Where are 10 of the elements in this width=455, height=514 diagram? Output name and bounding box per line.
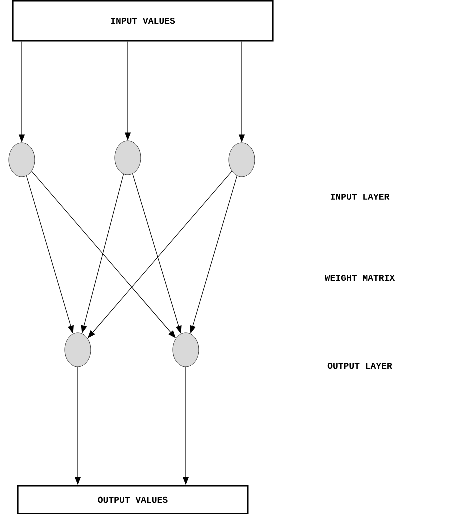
value-box: INPUT VALUES — [12, 0, 274, 42]
neuron-circle — [64, 332, 92, 368]
value-box: OUTPUT VALUES — [17, 485, 249, 514]
neuron-circle — [172, 332, 200, 368]
layer-label: OUTPUT LAYER — [328, 362, 392, 370]
neuron-circle — [8, 142, 36, 178]
layer-label: WEIGHT MATRIX — [324, 274, 396, 282]
layer-label: INPUT LAYER — [330, 194, 390, 200]
neuron-circle — [228, 142, 256, 178]
neuron-circle — [114, 140, 142, 176]
